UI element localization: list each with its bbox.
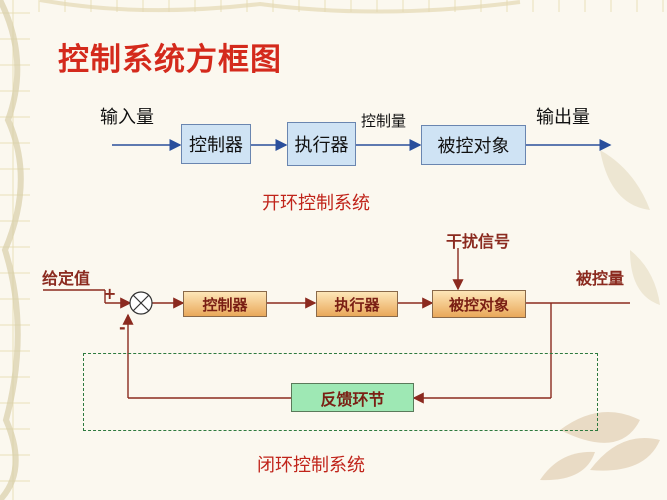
minus-sign: -: [119, 318, 126, 337]
open-input-label: 输入量: [100, 107, 154, 128]
open-control-label: 控制量: [361, 112, 407, 130]
page-title: 控制系统方框图: [58, 42, 282, 78]
plus-sign: +: [103, 284, 117, 303]
closed-setpoint-label: 给定值: [42, 269, 91, 288]
closed-output-label: 被控量: [576, 269, 625, 288]
summing-junction: [129, 291, 153, 315]
closed-controller-box: 控制器: [183, 291, 267, 317]
closed-loop-caption: 闭环控制系统: [257, 455, 365, 476]
open-output-label: 输出量: [536, 107, 590, 128]
feedback-dashed-frame: [83, 353, 598, 431]
closed-disturbance-label: 干扰信号: [446, 232, 511, 251]
open-plant-box: 被控对象: [421, 125, 526, 165]
closed-plant-box: 被控对象: [432, 290, 526, 318]
open-controller-box: 控制器: [181, 124, 251, 164]
closed-loop-connectors: [43, 248, 630, 404]
open-loop-caption: 开环控制系统: [262, 193, 370, 214]
closed-actuator-box: 执行器: [316, 291, 398, 317]
closed-feedback-box: 反馈环节: [291, 383, 414, 412]
open-actuator-box: 执行器: [287, 122, 356, 166]
